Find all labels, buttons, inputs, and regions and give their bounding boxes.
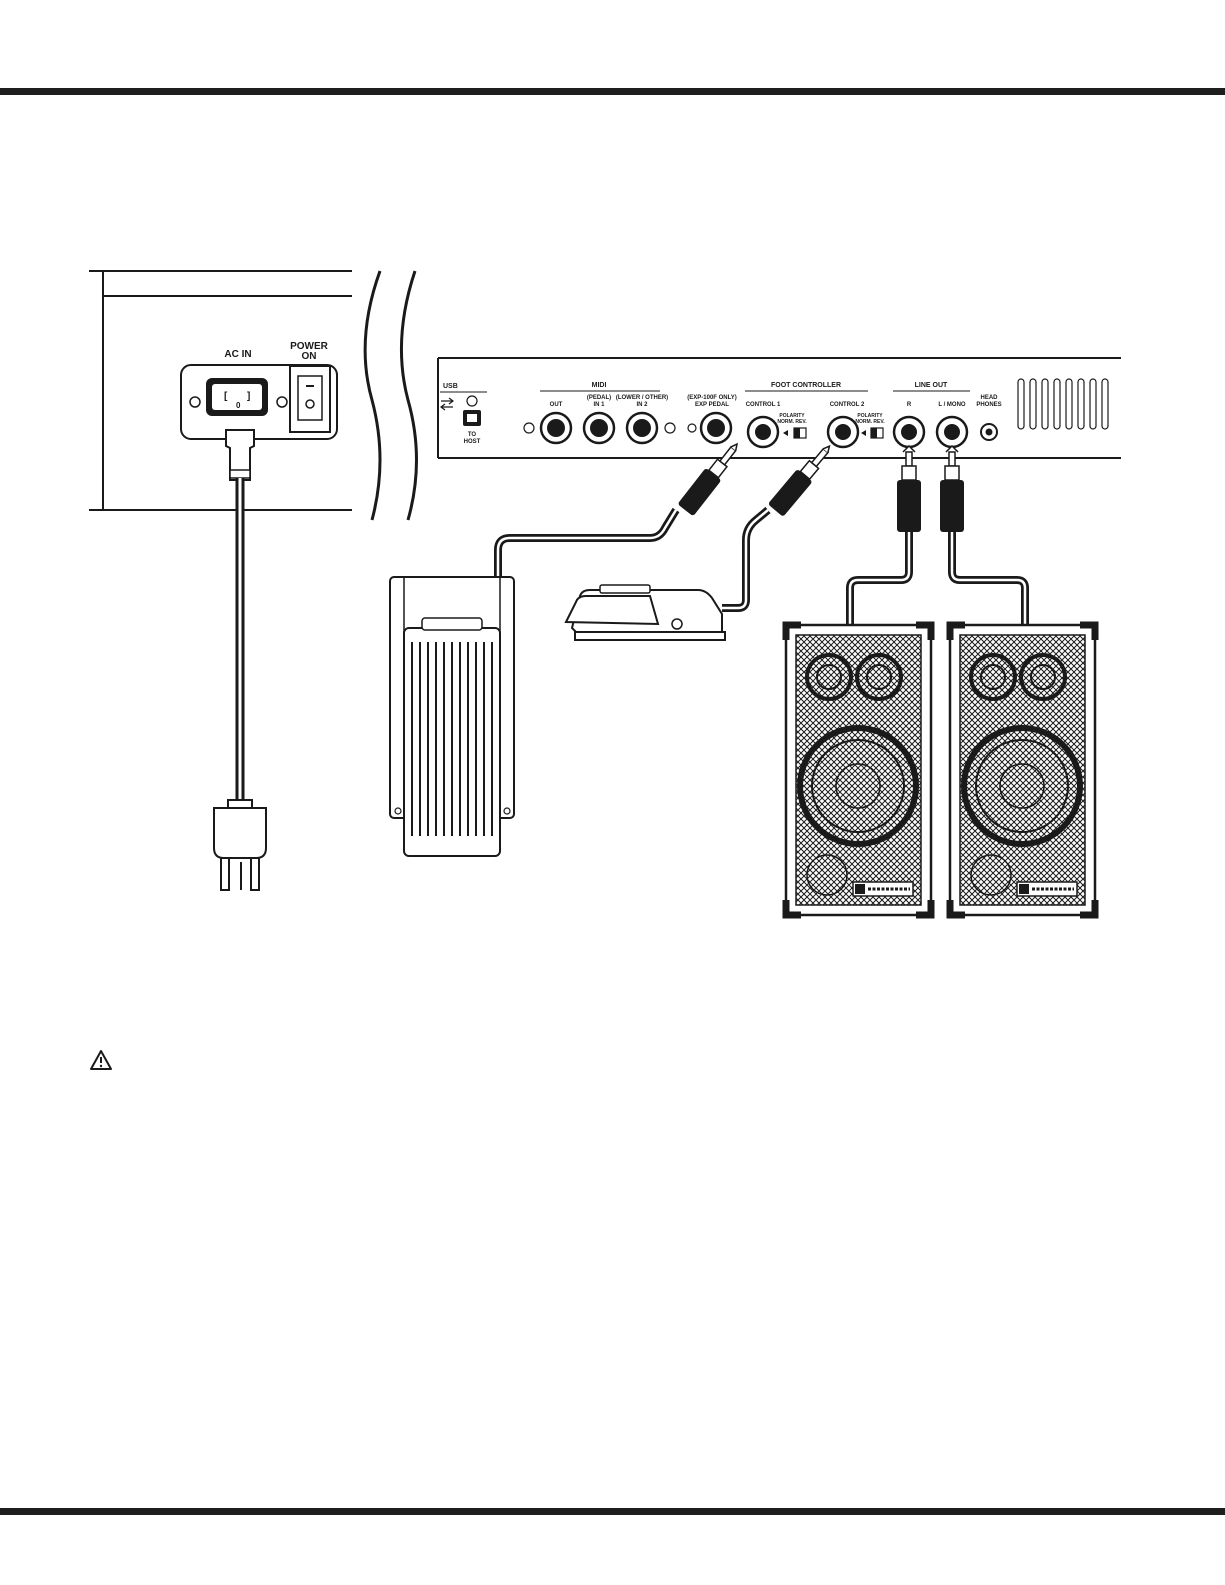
exp-pedal-top-label: (EXP-100F ONLY) (687, 395, 736, 401)
svg-text:0: 0 (236, 401, 241, 410)
line-out-l-mono-label: L / MONO (938, 402, 966, 408)
break-marks (365, 271, 416, 520)
control2-label: CONTROL 2 (830, 402, 865, 408)
to-host-line1: TO (468, 432, 477, 438)
power-label-line2: ON (302, 351, 317, 362)
foot-switch (566, 585, 725, 640)
usb-label: USB (443, 383, 458, 390)
exp-screw (688, 424, 696, 432)
vent-slots (1018, 379, 1108, 429)
midi-in2-label: IN 2 (636, 402, 648, 408)
ac-in-label: AC IN (224, 349, 251, 360)
midi-out-label: OUT (550, 402, 563, 408)
svg-text:]: ] (247, 391, 250, 402)
midi-in2-top-label: (LOWER / OTHER) (616, 395, 668, 401)
foot-controller-label: FOOT CONTROLLER (771, 382, 841, 389)
line-out-l-mono-jack[interactable] (937, 417, 967, 447)
headphones-label-line2: PHONES (976, 402, 1001, 408)
expression-pedal (390, 577, 514, 856)
usb-icon (441, 398, 453, 410)
control1-label: CONTROL 1 (746, 402, 781, 408)
exp-pedal-port[interactable] (701, 413, 731, 443)
foot-switch-cable (722, 440, 837, 608)
polarity2-switch[interactable] (861, 428, 883, 438)
midi-in1-port[interactable] (584, 413, 614, 443)
power-cord (226, 430, 254, 800)
line-out-r-cable (850, 446, 921, 626)
midi-label: MIDI (592, 382, 607, 389)
control2-jack[interactable] (828, 417, 858, 447)
midi-out-port[interactable] (541, 413, 571, 443)
norm-rev2-label: NORM. REV. (855, 419, 885, 425)
line-out-label: LINE OUT (915, 382, 948, 389)
exp-pedal-label: EXP PEDAL (695, 402, 729, 408)
midi-in1-label: IN 1 (593, 402, 605, 408)
usb-screw (467, 396, 477, 406)
power-plug-icon (214, 800, 266, 890)
norm-rev1-label: NORM. REV. (777, 419, 807, 425)
warning-triangle-icon (89, 1049, 113, 1071)
to-host-line2: HOST (464, 439, 481, 445)
line-out-r-label: R (907, 402, 912, 408)
line-out-l-mono-cable (940, 446, 1025, 626)
speaker-left (950, 625, 1095, 915)
speaker-right (786, 625, 931, 915)
midi-screw-left (524, 423, 534, 433)
midi-screw-right (665, 423, 675, 433)
midi-in1-top-label: (PEDAL) (587, 395, 611, 401)
headphones-label-line1: HEAD (980, 395, 998, 401)
midi-in2-port[interactable] (627, 413, 657, 443)
usb-port[interactable] (463, 410, 481, 426)
line-out-r-jack[interactable] (894, 417, 924, 447)
control1-jack[interactable] (748, 417, 778, 447)
polarity1-switch[interactable] (783, 428, 806, 438)
headphones-jack[interactable] (981, 424, 997, 440)
power-switch[interactable] (290, 366, 330, 432)
